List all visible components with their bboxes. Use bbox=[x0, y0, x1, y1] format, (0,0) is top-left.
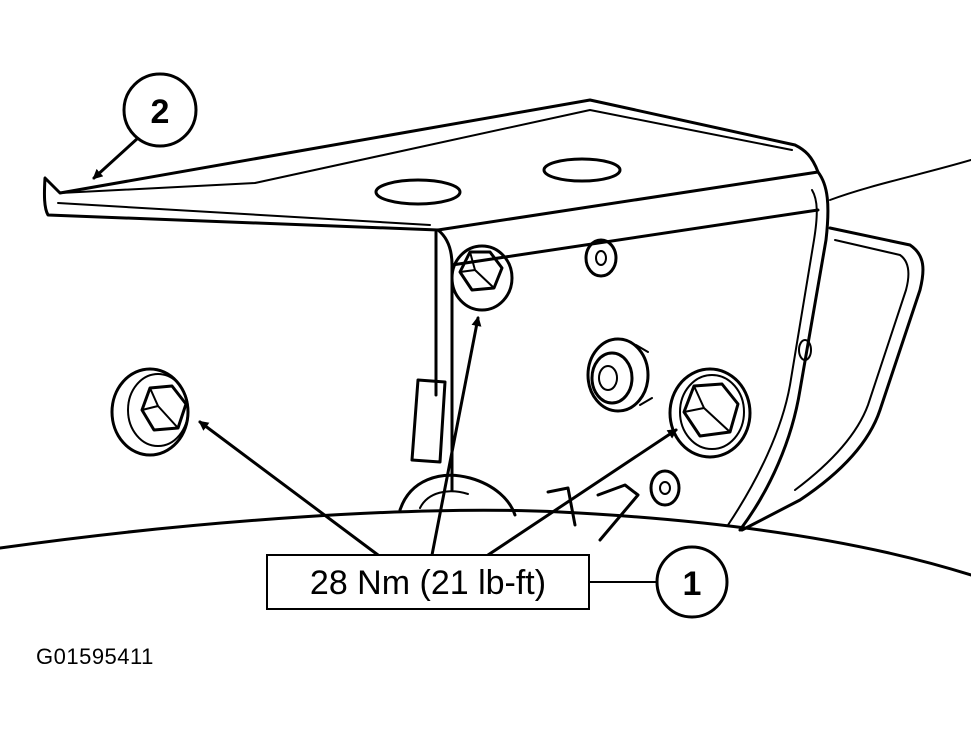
bracket-top-edge bbox=[59, 109, 793, 194]
body-right-curve bbox=[829, 159, 971, 201]
grommet-outer bbox=[586, 337, 650, 413]
grommet-inner bbox=[598, 365, 618, 391]
flange-hole-right bbox=[542, 157, 622, 183]
leader-arrow-right-bolt bbox=[486, 428, 678, 557]
figure-id: G01595411 bbox=[36, 644, 154, 669]
washer-lower-hole bbox=[659, 481, 671, 495]
lower-linkage bbox=[398, 473, 517, 517]
callout-2-label: 2 bbox=[151, 93, 170, 131]
bolt-top-washer bbox=[450, 244, 514, 312]
bolt-right-facet bbox=[683, 385, 731, 433]
side-panel-inner bbox=[794, 239, 910, 491]
grommet-tab bbox=[635, 344, 653, 406]
bolt-left-facet bbox=[141, 387, 179, 429]
side-panel bbox=[740, 226, 925, 532]
bolt-left-washer-inner bbox=[127, 373, 189, 447]
bracket-top-inner-edge bbox=[57, 202, 431, 226]
callout-2-circle bbox=[122, 72, 198, 148]
bracket-plate-inner-edge bbox=[727, 189, 818, 526]
callout-1-circle bbox=[655, 545, 729, 619]
bolt-top-facet bbox=[459, 251, 495, 289]
side-panel-nub bbox=[798, 339, 812, 361]
lower-strap bbox=[546, 483, 640, 542]
flange-hole-left bbox=[374, 178, 462, 206]
torque-spec-label: 28 Nm (21 lb-ft) bbox=[310, 564, 546, 602]
washer-upper-hole bbox=[595, 250, 607, 266]
washer-upper bbox=[584, 238, 618, 278]
leader-arrow-callout-2 bbox=[92, 136, 140, 180]
leader-arrow-left-bolt bbox=[198, 420, 380, 557]
bolt-right-washer-inner bbox=[679, 374, 745, 450]
grommet-mid bbox=[590, 351, 634, 405]
washer-lower bbox=[649, 469, 681, 507]
lower-linkage-inner bbox=[419, 490, 469, 509]
bracket-fold-line bbox=[436, 228, 454, 267]
leader-arrow-top-bolt bbox=[430, 316, 482, 557]
callout-1-label: 1 bbox=[683, 565, 702, 603]
torque-spec-box bbox=[266, 554, 590, 610]
bolt-right-washer bbox=[668, 367, 752, 459]
lower-clip bbox=[410, 378, 447, 464]
